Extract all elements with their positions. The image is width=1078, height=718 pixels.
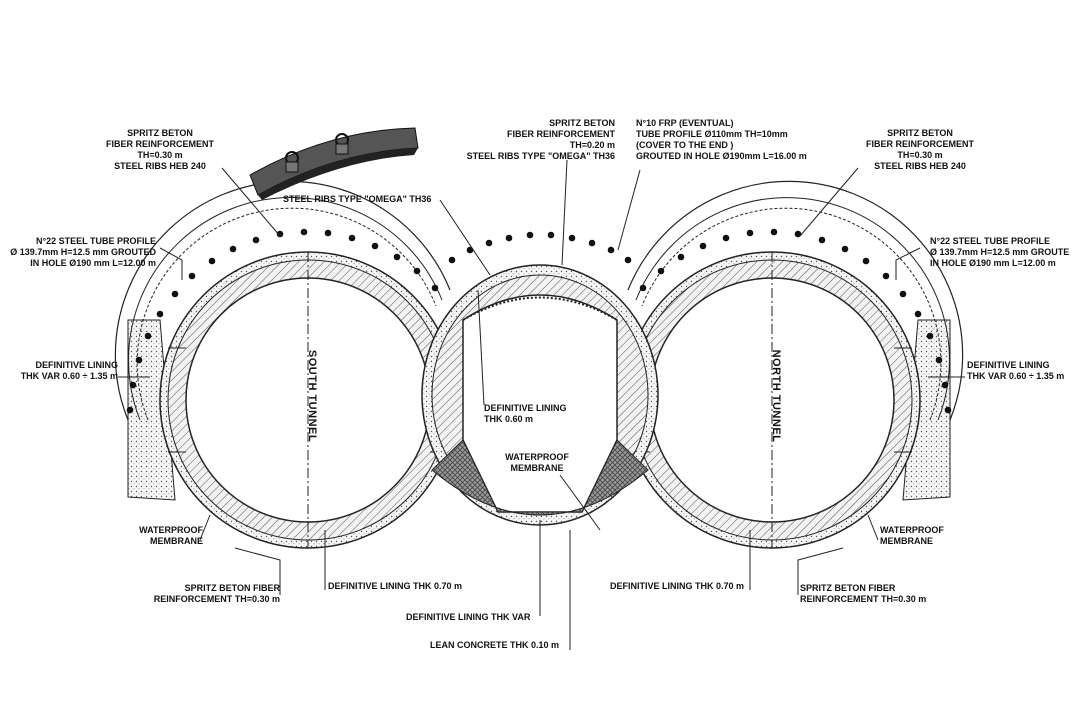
text-line: WATERPROOF xyxy=(880,525,944,535)
text-line: THK 0.60 m xyxy=(484,414,534,424)
text-line: IN HOLE Ø190 mm L=12.00 m xyxy=(930,258,1056,268)
label-lining-right: DEFINITIVE LINING THK VAR 0.60 ÷ 1.35 m xyxy=(967,360,1064,382)
text-line: (COVER TO THE END ) xyxy=(636,140,734,150)
label-north-tunnel: NORTH TUNNEL xyxy=(770,346,782,446)
text-line: MEMBRANE xyxy=(150,536,203,546)
label-spritz-right: SPRITZ BETON FIBER REINFORCEMENT TH=0.30… xyxy=(855,128,985,172)
north-bolts xyxy=(639,228,952,414)
text-line: DEFINITIVE LINING THK 0.70 m xyxy=(328,581,463,591)
text-line: DEFINITIVE LINING xyxy=(967,360,1050,370)
text-line: TH=0.30 m xyxy=(137,150,183,160)
label-membrane-left: WATERPROOF MEMBRANE xyxy=(105,525,203,547)
label-spritz-bottom-left: SPRITZ BETON FIBER REINFORCEMENT TH=0.30… xyxy=(140,583,280,605)
text-line: N°10 FRP (EVENTUAL) xyxy=(636,118,734,128)
label-lining-var: DEFINITIVE LINING THK VAR xyxy=(406,612,530,623)
leader-lines xyxy=(118,159,965,650)
label-steel-ribs-omega: STEEL RIBS TYPE "OMEGA" TH36 xyxy=(283,194,431,205)
text-line: TH=0.20 m xyxy=(569,140,615,150)
south-side-fill xyxy=(127,319,176,501)
label-lining-center: DEFINITIVE LINING THK 0.60 m xyxy=(484,403,567,425)
text-line: WATERPROOF xyxy=(139,525,203,535)
south-bolts xyxy=(126,228,439,414)
steel-rib-icon xyxy=(249,127,419,200)
text-line: SPRITZ BETON xyxy=(549,118,615,128)
south-tunnel-structure xyxy=(114,180,457,549)
text-line: N°22 STEEL TUBE PROFILE xyxy=(36,236,156,246)
text-line: NORTH TUNNEL xyxy=(770,349,782,443)
label-spritz-center: SPRITZ BETON FIBER REINFORCEMENT TH=0.20… xyxy=(455,118,615,162)
text-line: Ø 139.7mm H=12.5 mm GROUTE xyxy=(930,247,1070,257)
text-line: REINFORCEMENT TH=0.30 m xyxy=(153,594,280,604)
text-line: STEEL RIBS TYPE "OMEGA" TH36 xyxy=(466,151,615,161)
label-frp: N°10 FRP (EVENTUAL) TUBE PROFILE Ø110mm … xyxy=(636,118,807,162)
central-gallery-structure xyxy=(421,264,659,526)
text-line: SPRITZ BETON xyxy=(887,128,953,138)
text-line: DEFINITIVE LINING THK VAR xyxy=(406,612,531,622)
text-line: SPRITZ BETON FIBER xyxy=(184,583,280,593)
label-lining070-left: DEFINITIVE LINING THK 0.70 m xyxy=(328,581,462,592)
north-tunnel-structure xyxy=(623,180,964,549)
text-line: STEEL RIBS HEB 240 xyxy=(874,161,966,171)
text-line: LEAN CONCRETE THK 0.10 m xyxy=(430,640,560,650)
text-line: IN HOLE Ø190 mm L=12.00 m xyxy=(30,258,156,268)
text-line: GROUTED IN HOLE Ø190mm L=16.00 m xyxy=(636,151,807,161)
text-line: SPRITZ BETON FIBER xyxy=(800,583,896,593)
label-tube-right: N°22 STEEL TUBE PROFILE Ø 139.7mm H=12.5… xyxy=(930,236,1069,269)
text-line: THK VAR 0.60 ÷ 1.35 m xyxy=(967,371,1065,381)
text-line: MEMBRANE xyxy=(510,463,564,473)
text-line: SPRITZ BETON xyxy=(127,128,193,138)
label-spritz-left: SPRITZ BETON FIBER REINFORCEMENT TH=0.30… xyxy=(100,128,220,172)
text-line: FIBER REINFORCEMENT xyxy=(507,129,615,139)
text-line: TUBE PROFILE Ø110mm TH=10mm xyxy=(636,129,788,139)
label-tube-left: N°22 STEEL TUBE PROFILE Ø 139.7mm H=12.5… xyxy=(8,236,156,269)
text-line: REINFORCEMENT TH=0.30 m xyxy=(800,594,927,604)
text-line: THK VAR 0.60 ÷ 1.35 m xyxy=(20,371,118,381)
label-south-tunnel: SOUTH TUNNEL xyxy=(306,346,318,446)
text-line: MEMBRANE xyxy=(880,536,933,546)
text-line: FIBER REINFORCEMENT xyxy=(106,139,214,149)
label-membrane-right: WATERPROOF MEMBRANE xyxy=(880,525,944,547)
text-line: STEEL RIBS HEB 240 xyxy=(114,161,206,171)
text-line: DEFINITIVE LINING xyxy=(484,403,567,413)
text-line: DEFINITIVE LINING THK 0.70 m xyxy=(610,581,745,591)
text-line: WATERPROOF xyxy=(505,452,569,462)
label-membrane-center: WATERPROOF MEMBRANE xyxy=(492,452,582,474)
label-spritz-bottom-right: SPRITZ BETON FIBER REINFORCEMENT TH=0.30… xyxy=(800,583,926,605)
text-line: FIBER REINFORCEMENT xyxy=(866,139,974,149)
text-line: N°22 STEEL TUBE PROFILE xyxy=(930,236,1050,246)
label-lining070-right: DEFINITIVE LINING THK 0.70 m xyxy=(610,581,744,592)
text-line: DEFINITIVE LINING xyxy=(35,360,118,370)
frp-tube-dots xyxy=(448,231,632,264)
label-lean-concrete: LEAN CONCRETE THK 0.10 m xyxy=(430,640,559,651)
text-line: Ø 139.7mm H=12.5 mm GROUTED xyxy=(10,247,156,257)
label-lining-left: DEFINITIVE LINING THK VAR 0.60 ÷ 1.35 m xyxy=(0,360,118,382)
text-line: SOUTH TUNNEL xyxy=(306,349,318,443)
text-line: STEEL RIBS TYPE "OMEGA" TH36 xyxy=(283,194,432,204)
text-line: TH=0.30 m xyxy=(897,150,943,160)
